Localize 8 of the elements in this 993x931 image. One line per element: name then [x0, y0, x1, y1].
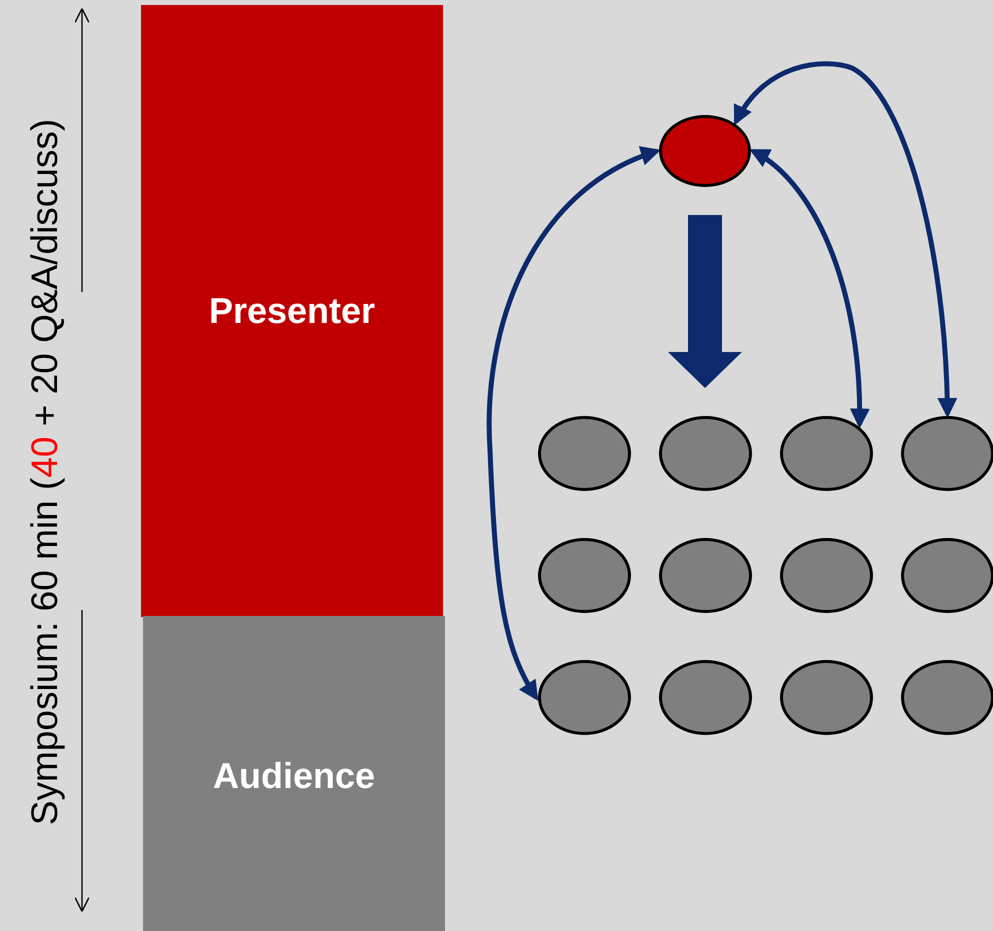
time-bar-segment: [143, 616, 445, 931]
curved-arrow: [734, 61, 958, 418]
block-arrow: [668, 215, 742, 388]
duration-caption: Symposium: 60 min (40 + 20 Q&A/discuss): [24, 118, 66, 826]
bar-label: Audience: [212, 755, 376, 797]
curved-arrow: [486, 148, 661, 701]
bar-label: Presenter: [208, 290, 376, 332]
time-bar-segment: [141, 5, 443, 617]
